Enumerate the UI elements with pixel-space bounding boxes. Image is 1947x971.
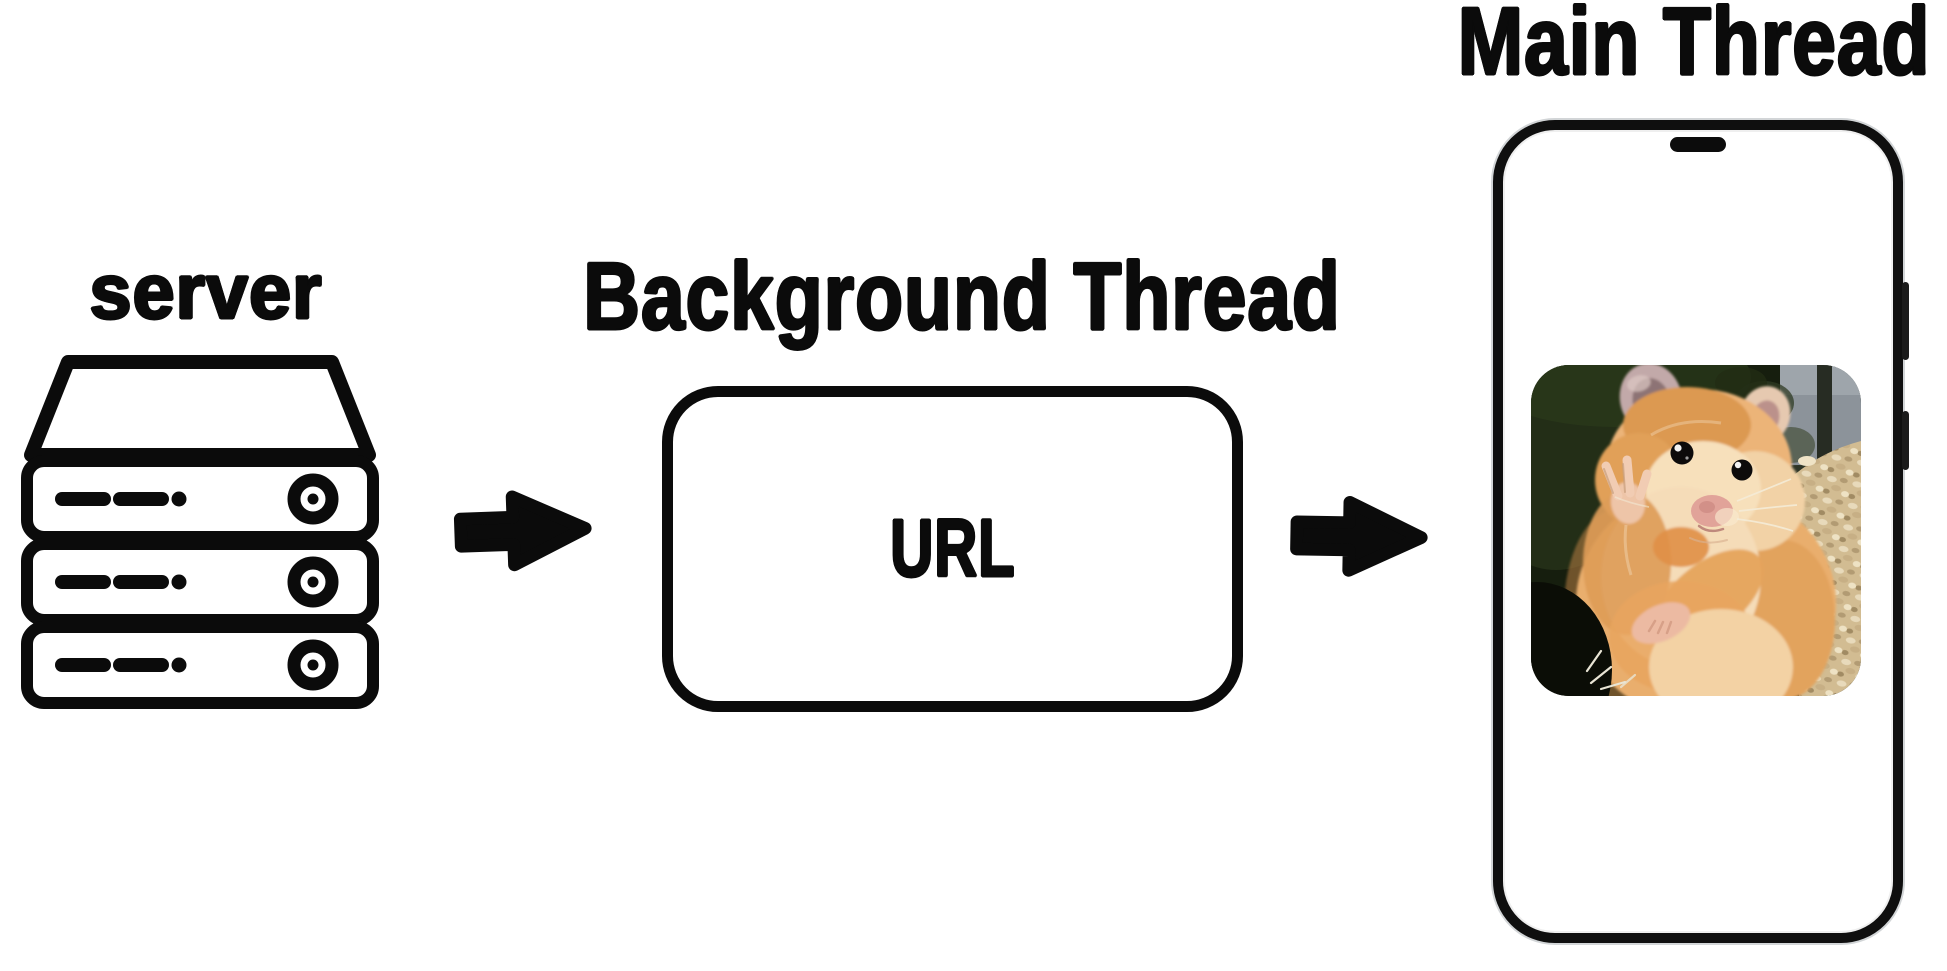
hay-strands [1585, 649, 1637, 691]
hamster-body [1564, 365, 1836, 696]
server-unit-knob-centers [307, 493, 319, 671]
background-thread-label: Background Thread [583, 243, 1341, 350]
phone-frame [1493, 120, 1909, 943]
server-unit-dots [171, 491, 187, 673]
server-unit-leds [55, 492, 169, 672]
arrow-right-icon [453, 490, 592, 572]
main-thread-label: Main Thread [1457, 0, 1931, 95]
hamster-eyes [1670, 441, 1753, 481]
hamster-photo [1531, 365, 1861, 696]
hamster-hind-foot [1631, 602, 1691, 644]
photo-foreground [1531, 582, 1637, 696]
server-stack-icon [21, 355, 379, 709]
hamster-whiskers [1614, 478, 1798, 532]
hamster-face-details [1601, 420, 1798, 635]
url-box: URL [662, 386, 1243, 712]
phone-notch-icon [1670, 137, 1726, 152]
arrow-right-icon [1290, 495, 1428, 577]
server-label: server [89, 247, 323, 335]
peace-sign-fingers [1601, 455, 1652, 501]
url-box-text: URL [889, 503, 1016, 594]
server-stack-shapes [21, 355, 379, 709]
phone-side-button [1902, 411, 1909, 470]
phone-side-button [1902, 282, 1909, 360]
hamster-nose-mouth [1689, 495, 1739, 544]
